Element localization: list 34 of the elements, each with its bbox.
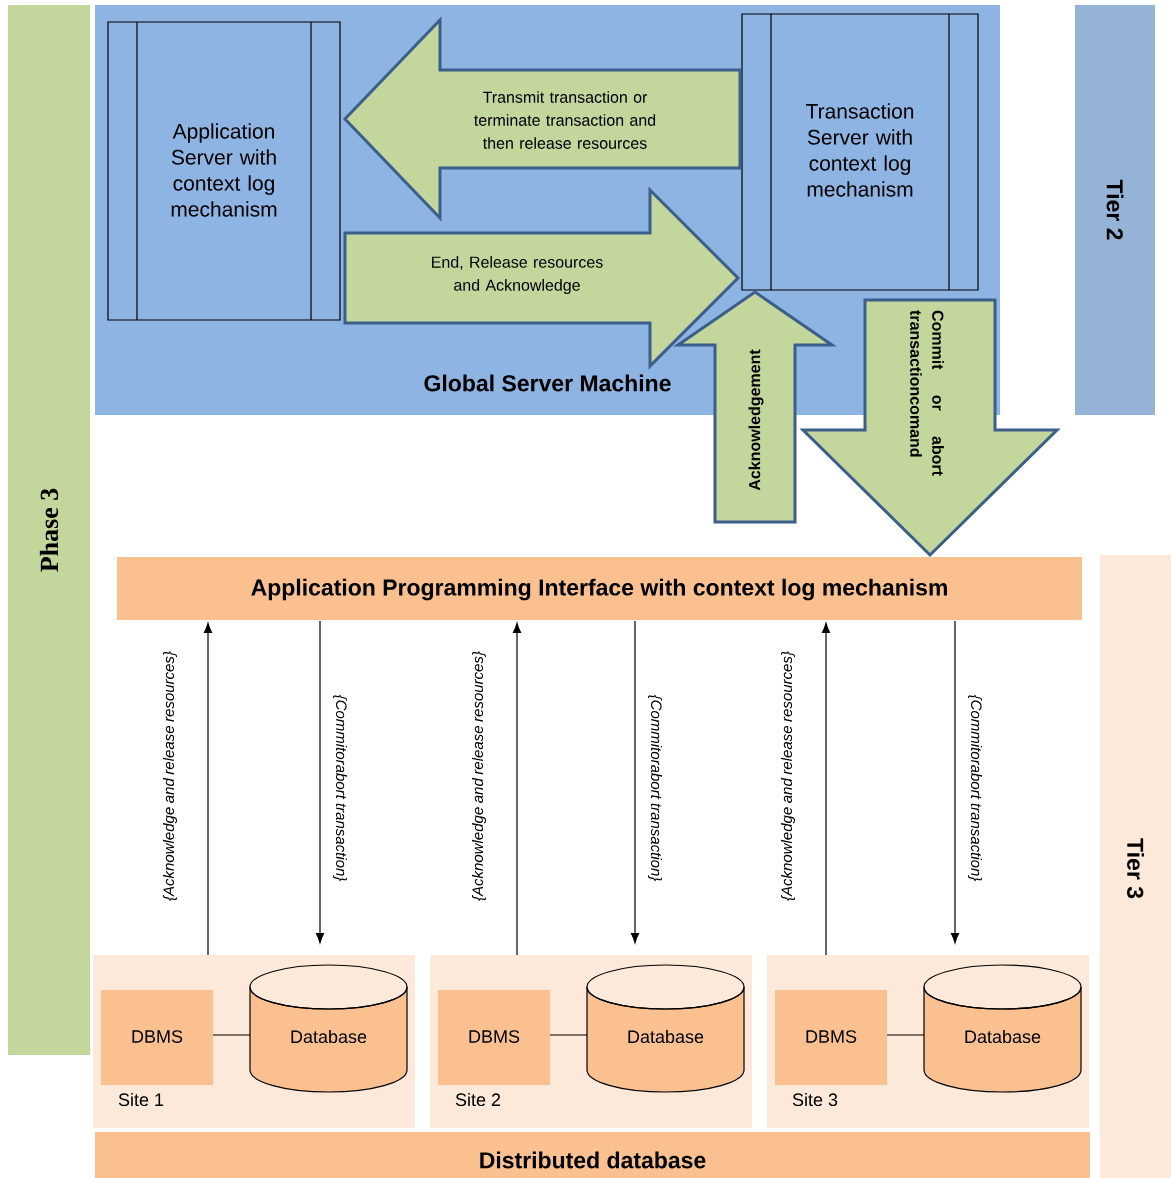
arrow: [821, 622, 831, 956]
edge-label: End, Release resources and Acknowledge: [432, 256, 603, 294]
band: Application Programming Interface with context log mechanism: [117, 557, 1082, 620]
block-arrow: [799, 298, 1061, 558]
band: Tier 2: [1075, 5, 1155, 415]
arrow: [203, 622, 213, 956]
connector-line: [212, 1034, 251, 1036]
database-cylinder: Database: [586, 964, 745, 1093]
dbms-box: DBMS: [101, 990, 213, 1085]
edge-label: {Commitorabort transaction}: [333, 694, 347, 882]
band: Tier 3: [1100, 555, 1171, 1178]
database-cylinder: Database: [249, 964, 408, 1093]
dbms-box: DBMS: [438, 990, 550, 1085]
connector-line: [886, 1034, 925, 1036]
edge-label: {Commitorabort transaction}: [648, 694, 662, 882]
block-arrow: [342, 16, 742, 222]
arrow: [512, 622, 522, 956]
database-cylinder: Database: [923, 964, 1082, 1093]
edge-label: Transmit transaction or terminate transaction and then release resources: [474, 91, 656, 149]
server-box: Transaction Server with context log mechanism: [741, 13, 979, 291]
block-arrow: [343, 186, 741, 370]
edge-label: {Acknowledge and release resources}: [163, 651, 177, 901]
connector-line: [549, 1034, 588, 1036]
edge-label: {Acknowledge and release resources}: [781, 651, 795, 901]
arrow: [950, 620, 960, 944]
band: Distributed database: [95, 1132, 1090, 1178]
edge-label: {Acknowledge and release resources}: [472, 651, 486, 901]
band: Phase 3: [8, 5, 90, 1055]
dbms-box: DBMS: [775, 990, 887, 1085]
arrow: [630, 620, 640, 944]
edge-label: {Commitorabort transaction}: [968, 694, 982, 882]
block-arrow: [673, 290, 837, 524]
arrow: [315, 620, 325, 944]
server-box: Application Server with context log mechanism: [107, 21, 341, 321]
